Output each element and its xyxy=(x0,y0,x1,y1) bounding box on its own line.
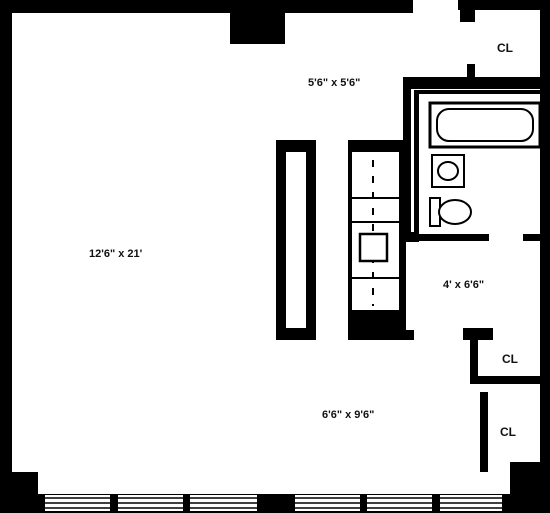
dressing-wall-bottom xyxy=(463,328,493,340)
window xyxy=(295,495,360,511)
window xyxy=(190,495,257,511)
closet-label-top: CL xyxy=(497,41,513,55)
closet-label-middle: CL xyxy=(502,352,518,366)
closet-top-walls xyxy=(460,0,475,78)
wall-column-top xyxy=(230,0,285,44)
dressing-walls xyxy=(463,328,550,472)
partition-wall xyxy=(276,140,316,340)
wall-stub xyxy=(467,64,475,78)
bathroom xyxy=(403,77,550,242)
window xyxy=(367,495,432,511)
bath-wall-bottom-right xyxy=(523,234,550,241)
room-dimension-foyer: 5'6" x 5'6" xyxy=(308,77,360,89)
windows xyxy=(45,495,502,511)
wall-top-right xyxy=(458,0,550,10)
closet-label-bottom: CL xyxy=(500,425,516,439)
window xyxy=(118,495,183,511)
closet-mid-wall-bottom xyxy=(470,376,550,384)
bath-wall-inner-top xyxy=(414,90,550,94)
cooktop-icon xyxy=(358,232,389,263)
bath-wall-left-inner xyxy=(414,90,419,237)
wall-right xyxy=(540,0,550,513)
window xyxy=(440,495,502,511)
room-dimension-living: 12'6" x 21' xyxy=(89,248,143,260)
kitchen-counter xyxy=(348,140,414,340)
bath-wall-cap xyxy=(403,232,419,242)
window xyxy=(45,495,110,511)
room-dimension-entry: 6'6" x 9'6" xyxy=(322,409,374,421)
bath-wall-bottom xyxy=(414,234,489,241)
bath-wall-top xyxy=(403,77,550,89)
bathtub-icon xyxy=(428,101,542,149)
sink-icon xyxy=(431,154,465,188)
counter-base xyxy=(348,312,406,340)
wall-stub xyxy=(467,10,475,22)
room-dimension-dressing: 4' x 6'6" xyxy=(443,279,484,291)
wall-top xyxy=(0,0,413,13)
wall-left xyxy=(0,0,12,500)
closet-mid-wall-left xyxy=(470,340,478,380)
toilet-icon xyxy=(429,197,472,227)
wall-stub xyxy=(460,0,470,22)
closet-bottom-wall-left xyxy=(480,392,488,472)
bath-wall-left-outer xyxy=(403,77,411,237)
